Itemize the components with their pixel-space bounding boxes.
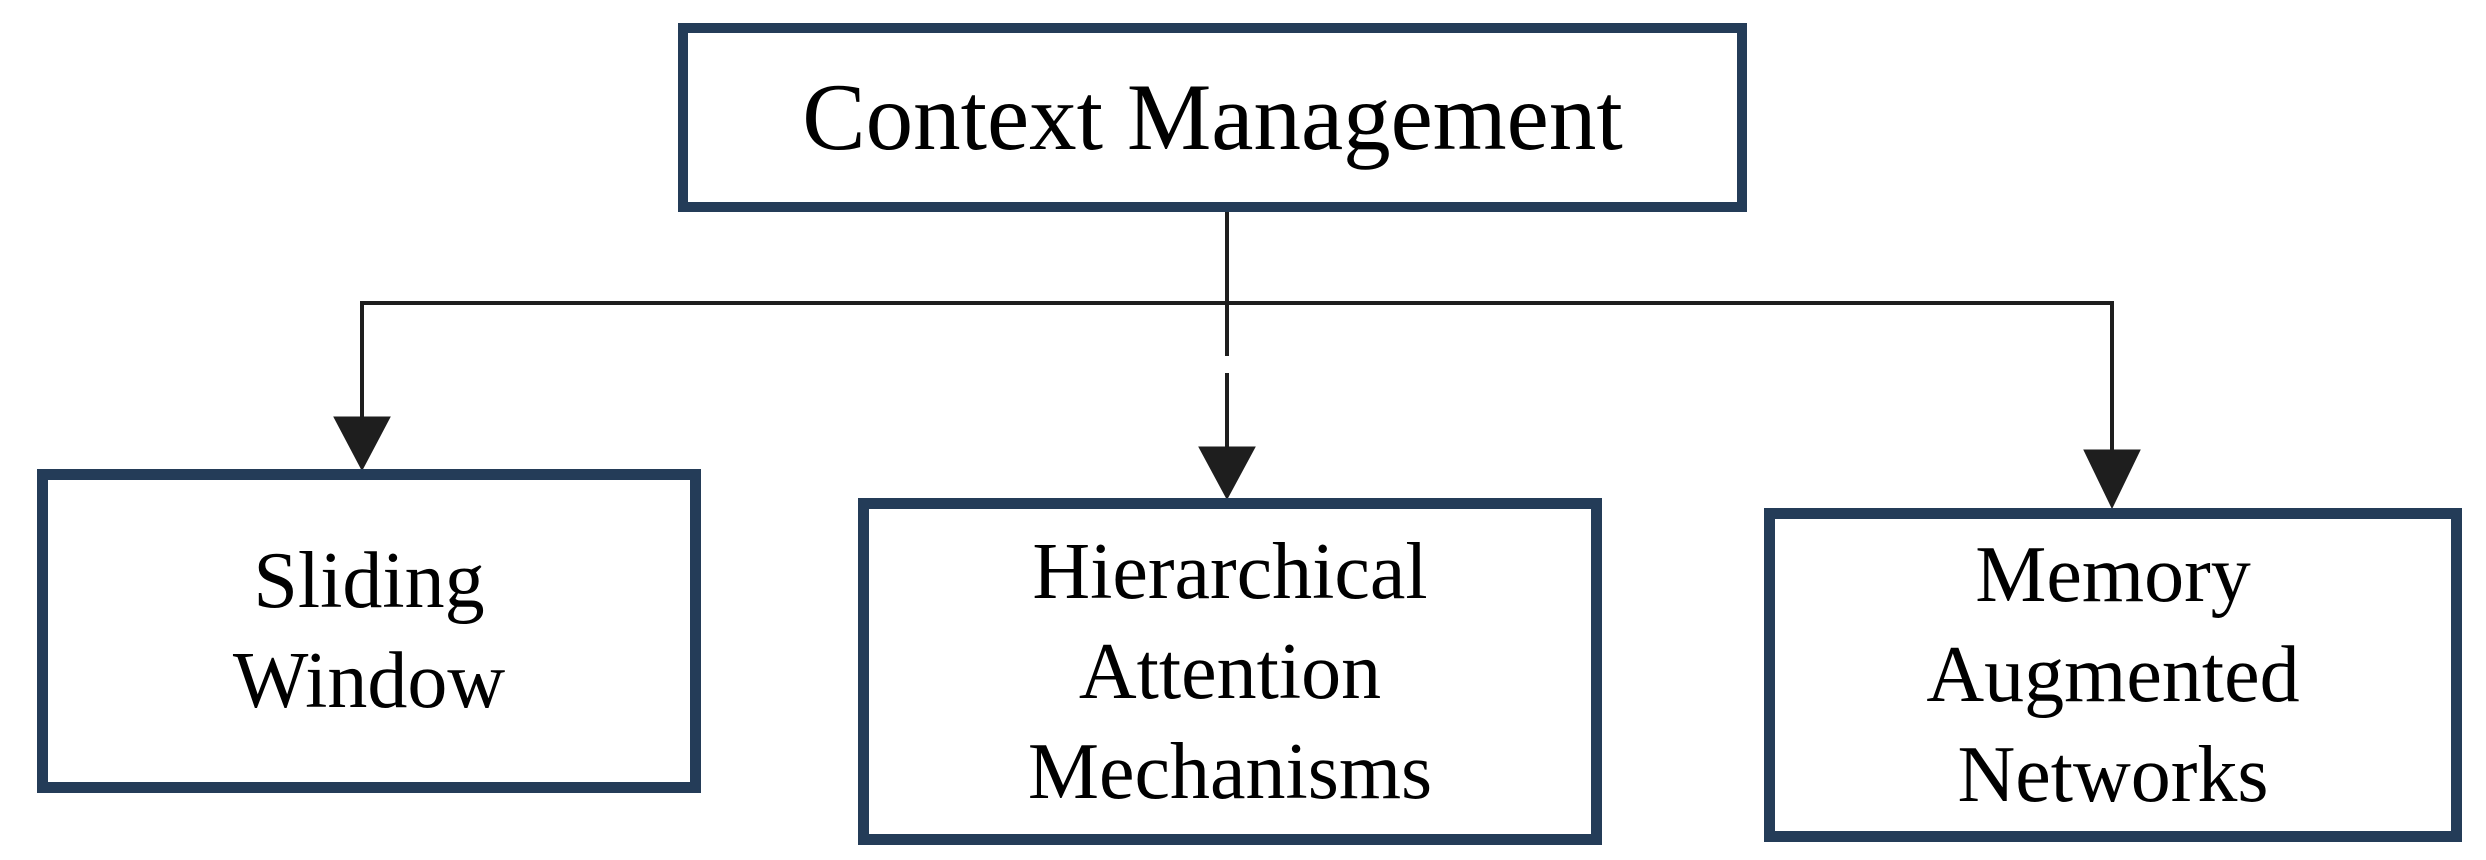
node-memory-augmented-networks: Memory Augmented Networks	[1764, 508, 2462, 842]
node-sliding-window: Sliding Window	[37, 469, 701, 793]
arrowhead-right-icon	[2083, 449, 2141, 510]
node-context-management: Context Management	[678, 23, 1747, 212]
arrowhead-mid-icon	[1198, 446, 1256, 501]
arrowhead-left-icon	[333, 416, 391, 472]
node-hierarchical-attention-mechanisms: Hierarchical Attention Mechanisms	[858, 498, 1602, 845]
